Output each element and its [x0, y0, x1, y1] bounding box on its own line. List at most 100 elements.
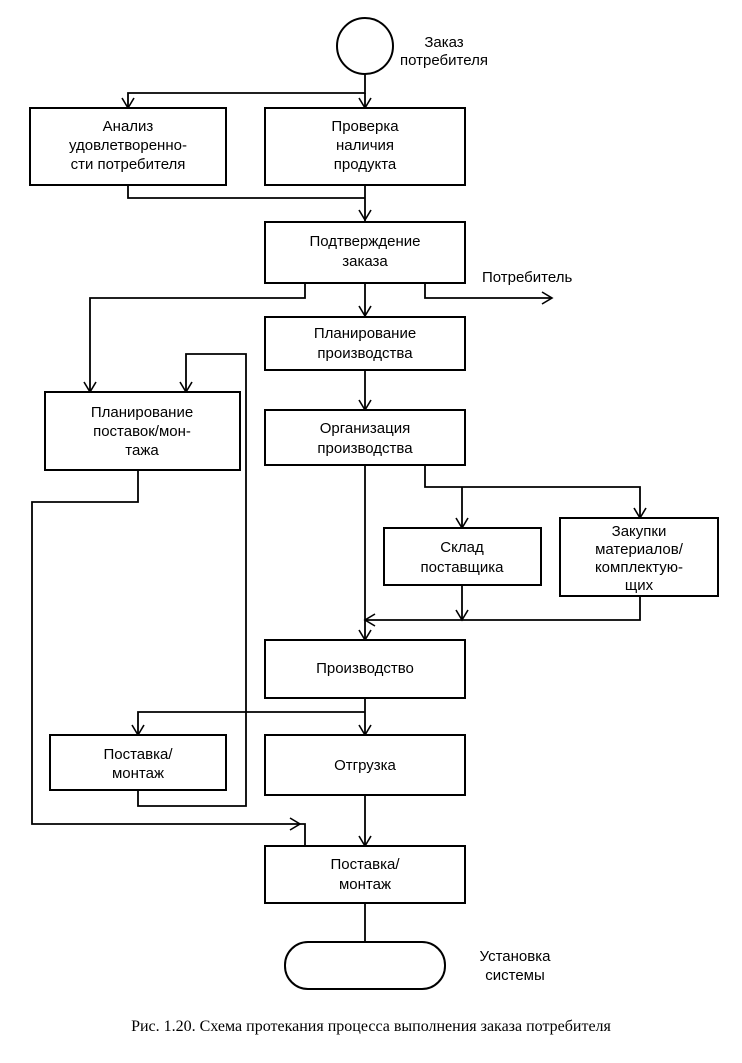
svg-text:сти потребителя: сти потребителя — [71, 156, 186, 173]
org-production-box — [264, 409, 466, 466]
svg-text:Склад: Склад — [440, 539, 484, 556]
svg-text:поставщика: поставщика — [421, 559, 505, 576]
analysis-label-line: удовлетворенно- — [69, 137, 187, 154]
svg-text:Поставка/: Поставка/ — [103, 746, 173, 763]
svg-text:щих: щих — [625, 577, 654, 594]
delivery-main-label-line: Поставка/ — [330, 856, 400, 873]
svg-text:Подтверждение: Подтверждение — [309, 233, 420, 250]
plan-delivery-box — [44, 391, 241, 471]
analysis-box — [29, 107, 227, 186]
delivery-main-box — [264, 845, 466, 904]
analysis-label: Анализ удовлетворенно- сти потребителя — [69, 118, 187, 173]
arrowhead — [541, 291, 554, 305]
confirm-label-line: заказа — [342, 253, 388, 270]
purchasing-label-line: щих — [625, 577, 654, 594]
svg-text:Поставка/: Поставка/ — [330, 856, 400, 873]
confirm-label: Подтверждение заказа — [309, 233, 420, 270]
svg-text:производства: производства — [317, 345, 413, 362]
analysis-label-line: Анализ — [103, 118, 154, 135]
purchasing-box — [559, 517, 719, 597]
svg-text:потребителя: потребителя — [400, 52, 488, 69]
check-label: Проверка наличия продукта — [331, 118, 399, 173]
shipment-box — [264, 734, 466, 796]
svg-text:монтаж: монтаж — [112, 765, 164, 782]
svg-text:производства: производства — [317, 440, 413, 457]
check-label-line: продукта — [334, 156, 397, 173]
end-label-line: системы — [485, 967, 545, 984]
edge-production-deliveryleft — [137, 711, 365, 735]
arrowhead — [358, 209, 372, 222]
arrowhead — [363, 613, 376, 627]
plan-delivery-label: Планирование поставок/мон- тажа — [91, 404, 193, 459]
purchasing-label: Закупки материалов/ комплектую- щих — [595, 523, 684, 594]
edge-org-branch — [424, 465, 641, 518]
svg-text:Анализ: Анализ — [103, 118, 154, 135]
org-production-label-line: Организация — [320, 420, 410, 437]
svg-text:комплектую-: комплектую- — [595, 559, 683, 576]
edge-analysis-confirm — [127, 185, 365, 199]
start-label-line: Заказ — [424, 34, 463, 51]
start-node — [336, 17, 394, 75]
check-box — [264, 107, 466, 186]
start-label: Заказ потребителя — [400, 34, 488, 69]
edge-plandelivery-deliverymain — [31, 470, 306, 846]
svg-text:наличия: наличия — [336, 137, 394, 154]
delivery-main-label-line: монтаж — [339, 876, 391, 893]
plan-production-label-line: Планирование — [314, 325, 416, 342]
end-label: Установка системы — [480, 948, 552, 984]
check-label-line: наличия — [336, 137, 394, 154]
shipment-label: Отгрузка — [334, 757, 396, 774]
svg-text:Организация: Организация — [320, 420, 410, 437]
plan-production-label: Планирование производства — [314, 325, 416, 362]
plan-delivery-label-line: тажа — [125, 442, 159, 459]
svg-text:продукта: продукта — [334, 156, 397, 173]
svg-text:Планирование: Планирование — [314, 325, 416, 342]
supplier-warehouse-label-line: Склад — [440, 539, 484, 556]
consumer-label: Потребитель — [482, 269, 572, 286]
plan-delivery-label-line: Планирование — [91, 404, 193, 421]
svg-text:Заказ: Заказ — [424, 34, 463, 51]
plan-production-box — [264, 316, 466, 371]
org-production-label-line: производства — [317, 440, 413, 457]
arrowhead — [289, 817, 302, 831]
edge-confirm-consumer — [424, 283, 552, 299]
supplier-warehouse-label: Склад поставщика — [421, 539, 505, 576]
delivery-main-label: Поставка/ монтаж — [330, 856, 400, 893]
svg-text:Планирование: Планирование — [91, 404, 193, 421]
svg-text:материалов/: материалов/ — [595, 541, 684, 558]
start-label-line: потребителя — [400, 52, 488, 69]
purchasing-label-line: материалов/ — [595, 541, 684, 558]
svg-text:тажа: тажа — [125, 442, 159, 459]
connectors — [31, 74, 641, 942]
svg-text:поставок/мон-: поставок/мон- — [93, 423, 191, 440]
edge-start-split — [127, 74, 366, 108]
purchasing-label-line: комплектую- — [595, 559, 683, 576]
svg-text:Установка: Установка — [480, 948, 552, 965]
delivery-left-box — [49, 734, 227, 791]
plan-production-label-line: производства — [317, 345, 413, 362]
check-label-line: Проверка — [331, 118, 399, 135]
delivery-left-label-line: монтаж — [112, 765, 164, 782]
delivery-left-label-line: Поставка/ — [103, 746, 173, 763]
plan-delivery-label-line: поставок/мон- — [93, 423, 191, 440]
edge-deliveryleft-feedback — [137, 353, 247, 807]
end-label-line: Установка — [480, 948, 552, 965]
svg-text:системы: системы — [485, 967, 545, 984]
org-production-label: Организация производства — [317, 420, 413, 457]
figure-caption: Рис. 1.20. Схема протекания процесса вып… — [131, 1018, 611, 1035]
arrowhead — [455, 609, 469, 622]
analysis-label-line: сти потребителя — [71, 156, 186, 173]
production-box — [264, 639, 466, 699]
edge-confirm-plandelivery — [89, 283, 306, 392]
end-node — [284, 941, 446, 990]
svg-text:удовлетворенно-: удовлетворенно- — [69, 137, 187, 154]
confirm-label-line: Подтверждение — [309, 233, 420, 250]
svg-text:Закупки: Закупки — [612, 523, 667, 540]
edge-purchasing-production — [365, 596, 641, 621]
delivery-left-label: Поставка/ монтаж — [103, 746, 173, 782]
svg-text:монтаж: монтаж — [339, 876, 391, 893]
svg-text:Проверка: Проверка — [331, 118, 399, 135]
supplier-warehouse-label-line: поставщика — [421, 559, 505, 576]
production-label: Производство — [316, 660, 414, 677]
